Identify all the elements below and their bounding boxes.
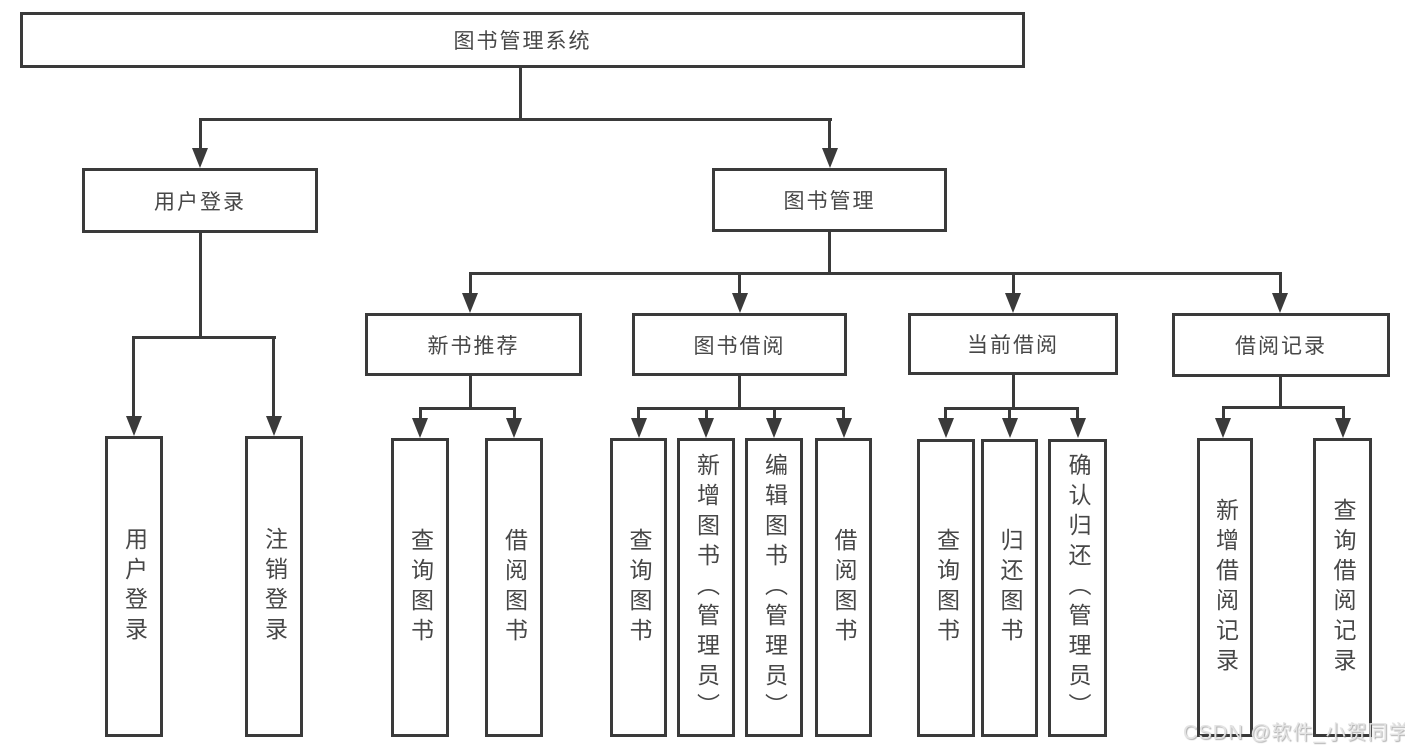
connector-line <box>1342 406 1345 421</box>
connector-line <box>132 336 135 420</box>
arrowhead-down-icon <box>266 416 282 436</box>
connector-line <box>773 407 776 421</box>
connector-line <box>1222 406 1225 421</box>
csdn-watermark: CSDN @软件_小贺同学 <box>1183 722 1405 744</box>
node-label: 归还图书 <box>997 528 1023 648</box>
arrowhead-down-icon <box>192 148 208 168</box>
connector-line <box>738 376 741 410</box>
node-label: 用户登录 <box>121 526 148 647</box>
arrowhead-down-icon <box>822 148 838 168</box>
connector-line <box>1076 407 1079 421</box>
leaf-edit-books-admin: 编辑图书（管理员） <box>745 438 803 737</box>
leaf-confirm-return-admin: 确认归还（管理员） <box>1048 439 1107 737</box>
leaf-query-books-current: 查询图书 <box>917 439 975 737</box>
connector-line <box>705 407 708 421</box>
connector-line <box>513 407 516 421</box>
leaf-query-books-recommend: 查询图书 <box>391 438 449 737</box>
node-label: 用户登录 <box>154 190 246 214</box>
node-label: 借阅图书 <box>501 527 528 648</box>
node-label: 新书推荐 <box>427 334 520 358</box>
node-label: 图书管理 <box>783 190 876 213</box>
connector-line <box>828 232 831 275</box>
node-label: 图书借阅 <box>693 334 786 358</box>
connector-line <box>828 118 831 152</box>
arrowhead-down-icon <box>732 293 748 313</box>
arrowhead-down-icon <box>698 418 714 438</box>
arrowhead-down-icon <box>1335 418 1351 438</box>
connector-line <box>637 407 640 421</box>
arrowhead-down-icon <box>766 418 782 438</box>
connector-line <box>469 272 1282 275</box>
leaf-add-borrow-record: 新增借阅记录 <box>1197 438 1253 737</box>
leaf-borrow-books-recommend: 借阅图书 <box>485 438 543 737</box>
arrowhead-down-icon <box>126 416 142 436</box>
arrowhead-down-icon <box>1215 418 1231 438</box>
connector-line <box>944 407 1079 410</box>
node-label: 编辑图书（管理员） <box>761 452 788 723</box>
connector-line <box>419 407 516 410</box>
connector-line <box>199 233 202 338</box>
connector-line <box>519 66 522 120</box>
leaf-query-borrow-record: 查询借阅记录 <box>1313 438 1372 737</box>
arrowhead-down-icon <box>462 293 478 313</box>
connector-line <box>469 272 472 297</box>
connector-line <box>419 407 422 421</box>
node-user-login: 用户登录 <box>82 168 318 233</box>
leaf-user-login: 用户登录 <box>105 436 163 737</box>
arrowhead-down-icon <box>506 418 522 438</box>
arrowhead-down-icon <box>836 418 852 438</box>
node-label: 确认归还（管理员） <box>1065 453 1091 723</box>
node-label: 借阅记录 <box>1235 335 1327 358</box>
node-new-book-recommend: 新书推荐 <box>365 313 582 376</box>
connector-line <box>738 272 741 297</box>
connector-line <box>199 118 832 121</box>
connector-line <box>944 407 947 421</box>
node-label: 查询借阅记录 <box>1330 497 1356 678</box>
node-current-borrow: 当前借阅 <box>908 313 1118 375</box>
connector-line <box>132 336 276 339</box>
connector-line <box>637 407 845 410</box>
node-label: 新增图书（管理员） <box>693 452 720 723</box>
arrowhead-down-icon <box>1070 418 1086 438</box>
connector-line <box>272 336 275 420</box>
node-borrow-records: 借阅记录 <box>1172 313 1390 377</box>
node-library-system-root: 图书管理系统 <box>20 12 1025 68</box>
node-label: 图书管理系统 <box>453 30 592 53</box>
arrowhead-down-icon <box>1272 293 1288 313</box>
leaf-return-books: 归还图书 <box>981 439 1038 737</box>
arrowhead-down-icon <box>1002 418 1018 438</box>
leaf-add-books-admin: 新增图书（管理员） <box>677 438 735 737</box>
leaf-query-books-borrow: 查询图书 <box>610 438 667 737</box>
node-label: 新增借阅记录 <box>1212 497 1239 678</box>
connector-line <box>469 376 472 410</box>
connector-line <box>199 118 202 152</box>
leaf-borrow-books: 借阅图书 <box>815 438 872 737</box>
connector-line <box>1279 377 1282 409</box>
node-label: 查询图书 <box>407 527 434 648</box>
connector-line <box>1012 272 1015 297</box>
connector-line <box>842 407 845 421</box>
connector-line <box>1279 272 1282 297</box>
node-label: 注销登录 <box>261 526 288 647</box>
arrowhead-down-icon <box>412 418 428 438</box>
connector-line <box>1222 406 1345 409</box>
arrowhead-down-icon <box>631 418 647 438</box>
arrowhead-down-icon <box>1005 293 1021 313</box>
connector-line <box>1008 407 1011 421</box>
arrowhead-down-icon <box>938 418 954 438</box>
node-label: 查询图书 <box>626 527 652 648</box>
connector-line <box>1012 375 1015 410</box>
node-book-management: 图书管理 <box>712 168 947 232</box>
node-label: 借阅图书 <box>831 527 857 648</box>
node-book-borrow: 图书借阅 <box>632 313 847 376</box>
node-label: 查询图书 <box>933 528 960 648</box>
leaf-logout: 注销登录 <box>245 436 303 737</box>
node-label: 当前借阅 <box>967 334 1059 357</box>
